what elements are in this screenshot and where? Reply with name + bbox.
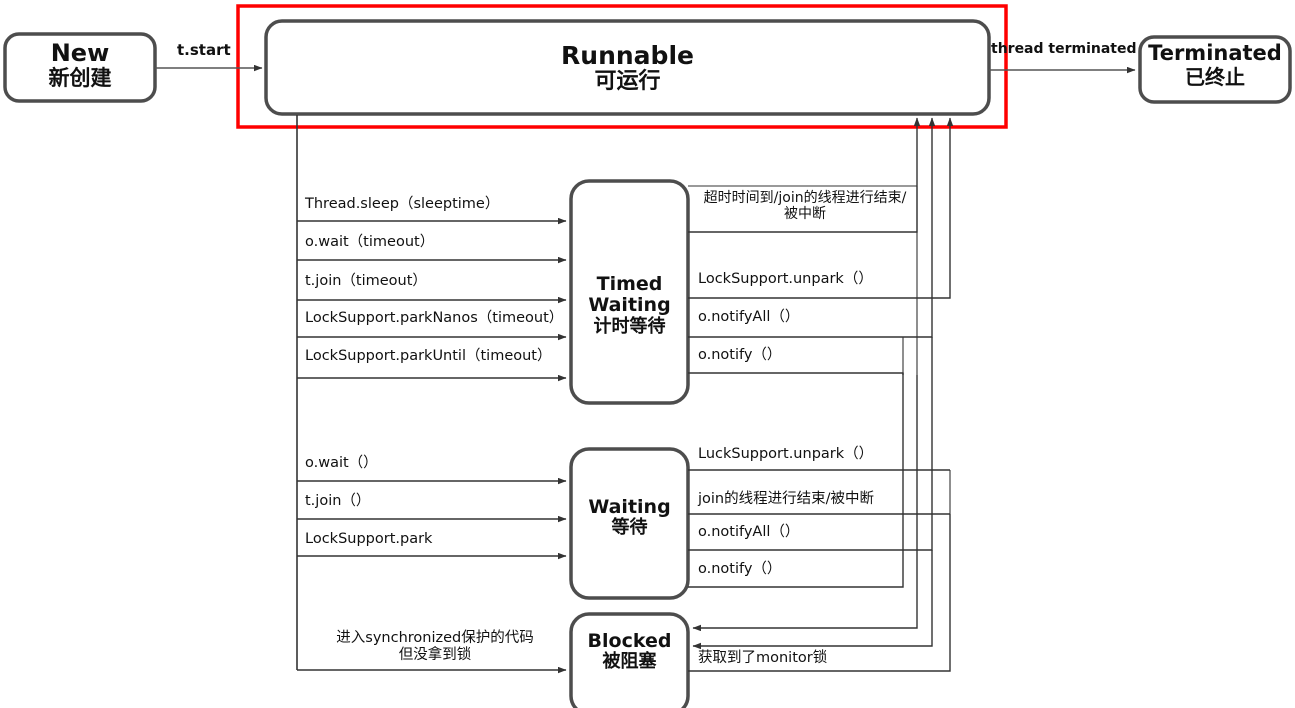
edge-label-from-timed-waiting-1-line2: 被中断 [784, 206, 826, 223]
state-label-runnable-en: Runnable [561, 41, 694, 70]
state-box-terminated [1138, 35, 1292, 104]
edge-label-to-timed-waiting-5: LockSupport.parkUntil（timeout） [305, 348, 552, 364]
state-label-waiting: Waiting 等待 [571, 496, 688, 539]
edge-label-to-waiting-1: o.wait（） [305, 455, 378, 471]
state-label-terminated-zh: 已终止 [1185, 64, 1245, 89]
edge-return-to-blocked-2 [692, 550, 933, 650]
edge-label-to-timed-waiting-2: o.wait（timeout） [305, 234, 435, 250]
state-box-timed-waiting [569, 179, 690, 405]
edge-label-from-waiting-3: o.notifyAll（） [698, 524, 800, 540]
state-label-new-en: New [50, 39, 110, 67]
edge-label-from-timed-waiting-1: 超时时间到/join的线程进行结束/ 被中断 [694, 190, 916, 222]
edge-label-to-blocked-line1: 进入synchronized保护的代码 [336, 630, 534, 646]
edge-label-to-blocked-line2: 但没拿到锁 [398, 646, 472, 663]
state-label-new: New 新创建 [5, 40, 155, 90]
edge-from-timed-waiting-4a [688, 372, 904, 375]
edge-return-to-blocked-1 [692, 375, 918, 632]
state-label-runnable: Runnable 可运行 [266, 42, 989, 95]
edge-label-from-timed-waiting-1-line1: 超时时间到/join的线程进行结束/ [703, 190, 907, 206]
state-label-waiting-en: Waiting [588, 496, 671, 518]
edge-from-timed-waiting-2 [688, 117, 954, 299]
edge-label-to-timed-waiting-3: t.join（timeout） [305, 273, 427, 289]
state-label-blocked: Blocked 被阻塞 [571, 630, 688, 673]
edge-label-from-blocked: 获取到了monitor锁 [698, 650, 828, 666]
state-label-timed-waiting-zh: 计时等待 [593, 315, 666, 337]
runnable-highlight-rect [236, 4, 1008, 129]
state-label-timed-waiting-en: Timed [596, 273, 663, 295]
edge-label-t-start: t.start [177, 41, 231, 59]
state-label-timed-waiting: Timed Waiting 计时等待 [571, 273, 688, 337]
edge-label-to-blocked: 进入synchronized保护的代码 但没拿到锁 [300, 630, 570, 663]
edge-from-waiting-3 [688, 337, 933, 551]
edge-label-from-timed-waiting-2: LockSupport.unpark（） [698, 271, 873, 287]
edge-label-from-timed-waiting-4: o.notify（） [698, 347, 782, 363]
state-label-blocked-zh: 被阻塞 [602, 651, 657, 673]
state-label-runnable-zh: 可运行 [594, 69, 661, 94]
edge-label-to-waiting-3: LockSupport.park [305, 531, 433, 547]
edge-label-from-waiting-2: join的线程进行结束/被中断 [698, 491, 875, 507]
edge-from-blocked-monitor [688, 514, 951, 672]
edge-label-thread-terminated: thread terminated [991, 41, 1137, 57]
edge-label-to-timed-waiting-1: Thread.sleep（sleeptime） [305, 196, 500, 212]
state-box-blocked [569, 612, 690, 708]
edge-label-from-timed-waiting-3: o.notifyAll（） [698, 309, 800, 325]
state-label-waiting-zh: 等待 [611, 517, 648, 539]
state-label-new-zh: 新创建 [48, 65, 112, 90]
state-label-terminated-en: Terminated [1148, 41, 1282, 65]
edge-from-timed-waiting-3 [688, 117, 936, 338]
state-label-terminated: Terminated 已终止 [1140, 41, 1290, 89]
edge-label-to-waiting-2: t.join（） [305, 493, 371, 509]
edge-from-waiting-4 [688, 373, 904, 588]
edge-label-from-waiting-1: LuckSupport.unpark（） [698, 446, 874, 462]
edge-label-to-timed-waiting-4: LockSupport.parkNanos（timeout） [305, 310, 564, 326]
edge-label-from-waiting-4: o.notify（） [698, 561, 782, 577]
state-label-blocked-en: Blocked [587, 630, 672, 652]
state-box-waiting [569, 447, 690, 600]
state-box-runnable [264, 19, 991, 116]
state-label-timed-waiting-en2: Waiting [588, 294, 671, 317]
